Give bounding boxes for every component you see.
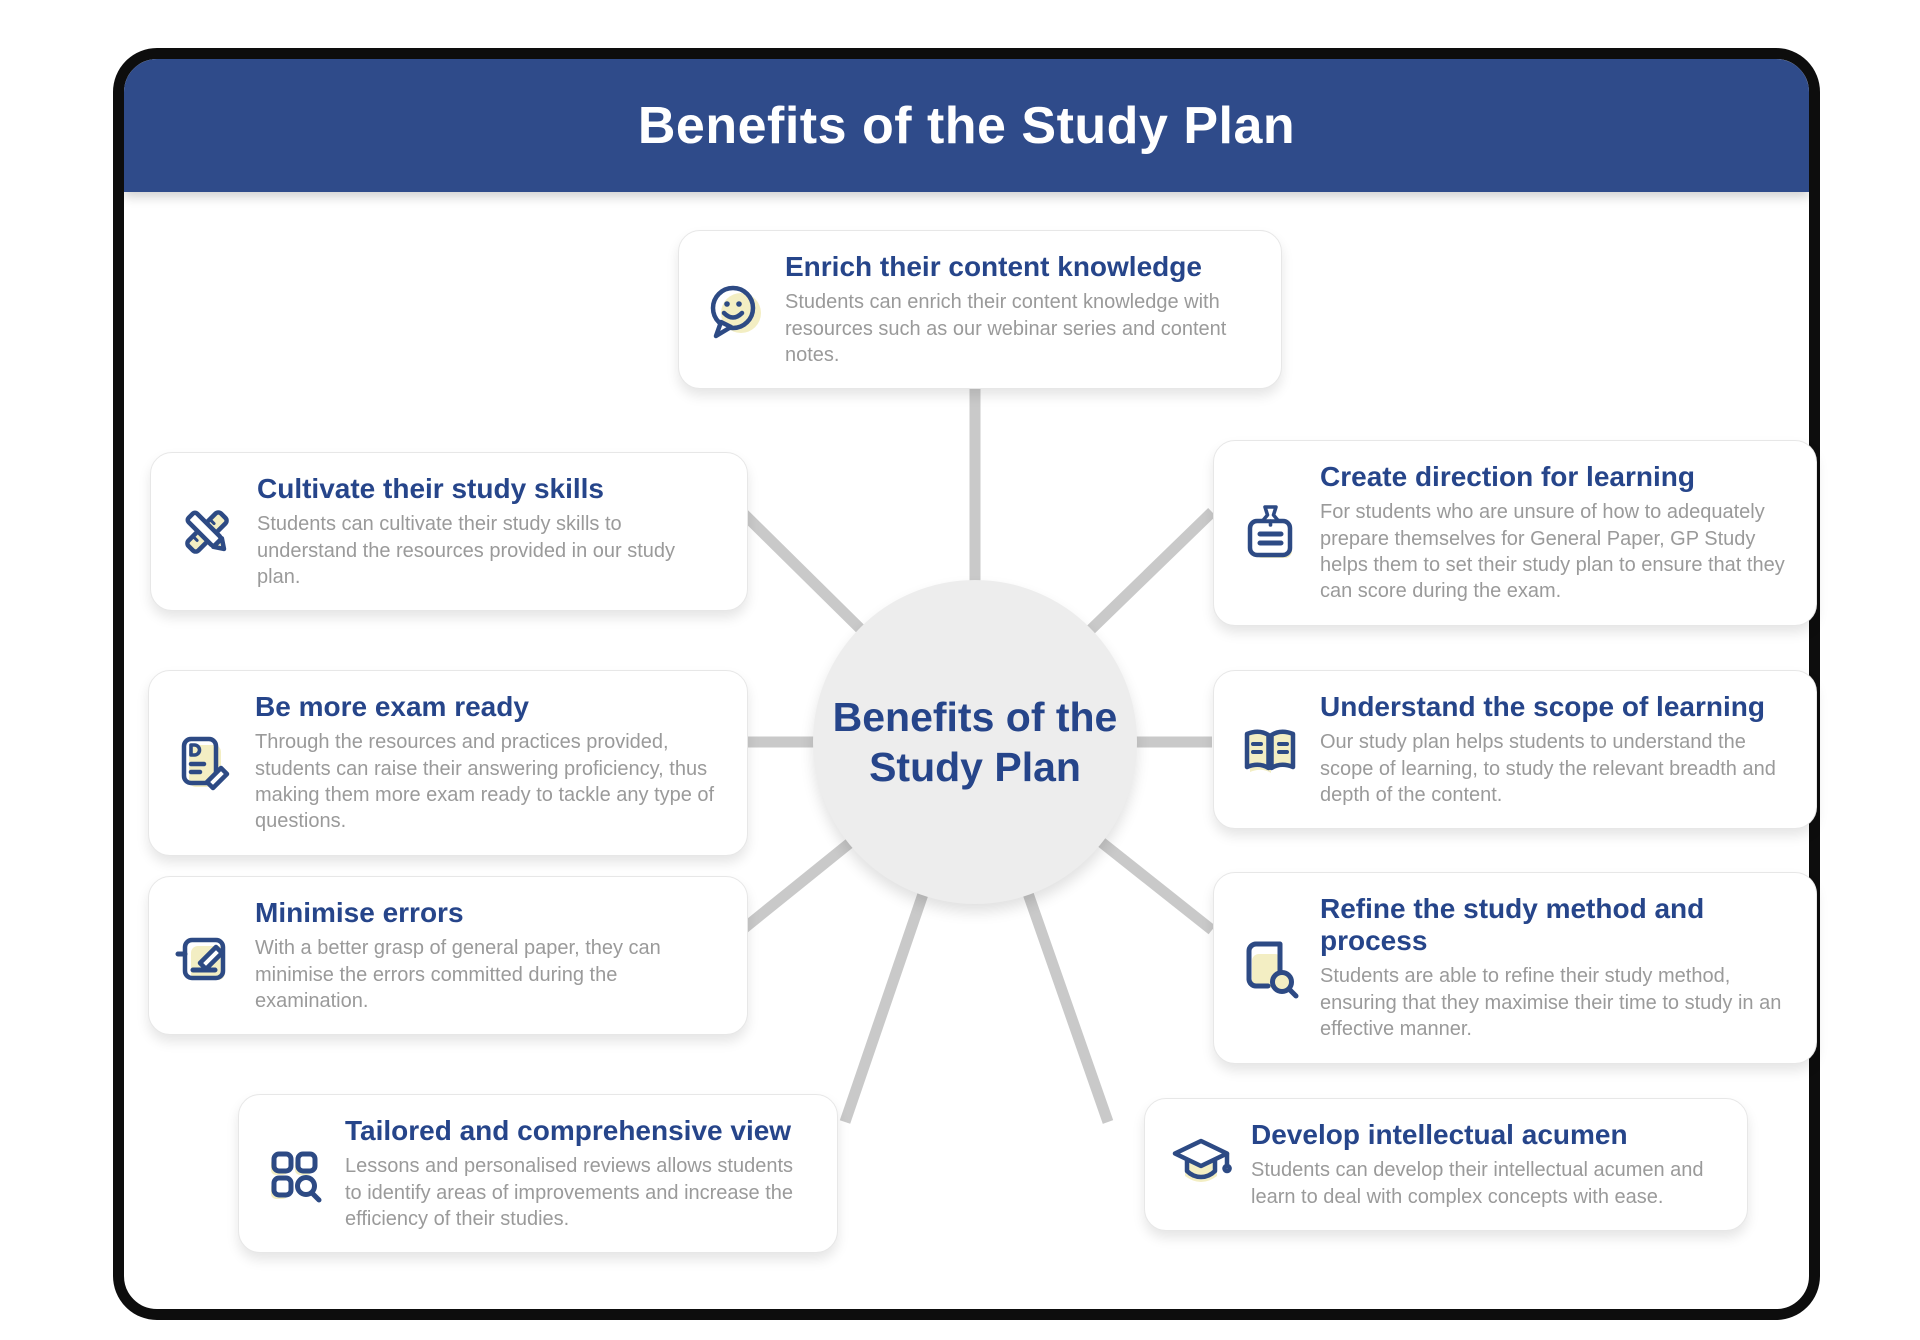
center-title-line1: Benefits of the	[832, 693, 1118, 740]
card-description: Through the resources and practices prov…	[255, 731, 715, 833]
card-title: Minimise errors	[255, 897, 464, 928]
card-title: Understand the scope of learning	[1320, 691, 1765, 722]
card-title: Enrich their content knowledge	[785, 251, 1202, 282]
chat-smiley-icon	[703, 278, 767, 342]
card-description: With a better grasp of general paper, th…	[255, 937, 661, 1012]
card-title: Develop intellectual acumen	[1251, 1119, 1628, 1150]
card-title: Refine the study method and process	[1320, 893, 1705, 957]
clipboard-pin-icon	[1238, 501, 1302, 565]
card-description: Students can develop their intellectual …	[1251, 1159, 1704, 1208]
benefit-card-refine: Refine the study method and process Stud…	[1213, 872, 1817, 1064]
card-title: Tailored and comprehensive view	[345, 1115, 792, 1146]
card-description: Our study plan helps students to underst…	[1320, 731, 1776, 806]
benefit-card-minimise: Minimise errors With a better grasp of g…	[148, 876, 748, 1036]
benefit-card-enrich: Enrich their content knowledge Students …	[678, 230, 1282, 390]
card-description: Lessons and personalised reviews allows …	[345, 1155, 794, 1230]
pencil-ruler-icon	[175, 500, 239, 564]
benefit-card-acumen: Develop intellectual acumen Students can…	[1144, 1098, 1748, 1231]
center-title-line2: Study Plan	[869, 744, 1081, 790]
benefit-card-scope: Understand the scope of learning Our stu…	[1213, 670, 1817, 830]
doc-pencil-icon	[173, 731, 237, 795]
benefit-card-cultivate: Cultivate their study skills Students ca…	[150, 452, 748, 612]
open-book-icon	[1238, 718, 1302, 782]
card-description: Students can enrich their content knowle…	[785, 291, 1227, 366]
card-title: Create direction for learning	[1320, 461, 1695, 492]
benefit-card-direction: Create direction for learning For studen…	[1213, 440, 1817, 626]
grad-cap-icon	[1169, 1132, 1233, 1196]
benefit-card-tailored: Tailored and comprehensive view Lessons …	[238, 1094, 838, 1254]
card-title: Cultivate their study skills	[257, 473, 604, 504]
center-node: Benefits of the Study Plan	[813, 580, 1137, 904]
card-description: Students can cultivate their study skill…	[257, 513, 676, 588]
card-title: Be more exam ready	[255, 691, 529, 722]
grid-search-icon	[263, 1142, 327, 1206]
header-bar: Benefits of the Study Plan	[124, 59, 1809, 192]
card-description: Students are able to refine their study …	[1320, 965, 1782, 1041]
book-search-icon	[1238, 936, 1302, 1000]
benefit-card-exam-ready: Be more exam ready Through the resources…	[148, 670, 748, 856]
page-title: Benefits of the Study Plan	[637, 96, 1296, 155]
center-title: Benefits of the Study Plan	[833, 692, 1118, 792]
note-pencil-icon	[173, 924, 237, 988]
card-description: For students who are unsure of how to ad…	[1320, 501, 1785, 603]
